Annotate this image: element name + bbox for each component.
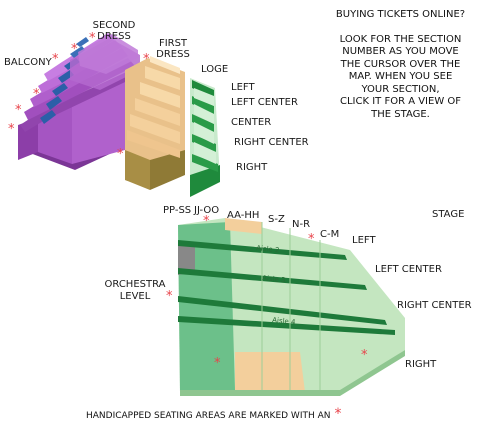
handicapped-legend: HANDICAPPED SEATING AREAS ARE MARKED WIT… (86, 406, 386, 422)
pp-ss-label[interactable]: PP-SS (163, 205, 192, 216)
instructions-line: MAP. WHEN YOU SEE (348, 71, 453, 82)
star-icon: * (33, 87, 40, 102)
loge-right-center-label[interactable]: RIGHT CENTER (234, 137, 309, 148)
balcony-section[interactable] (18, 33, 140, 170)
orchestra-left-center-label[interactable]: LEFT CENTER (375, 264, 442, 275)
aa-hh-label[interactable]: AA-HH (227, 210, 260, 221)
aisle-2-label: Aisle 2 (256, 244, 280, 254)
star-icon: * (334, 406, 342, 422)
star-icon: * (214, 356, 221, 371)
star-icon: * (52, 52, 59, 67)
loge-section[interactable] (190, 78, 220, 197)
star-icon: * (71, 42, 78, 57)
first-dress-section[interactable] (125, 56, 185, 190)
star-icon: * (166, 289, 173, 304)
instructions-line: CLICK IT FOR A VIEW OF (339, 96, 462, 107)
orchestra-right-center-label[interactable]: RIGHT CENTER (397, 300, 472, 311)
instructions-panel: BUYING TICKETS ONLINE? LOOK FOR THE SECT… (318, 9, 483, 121)
star-icon: * (15, 103, 22, 118)
instructions-line: YOUR SECTION, (361, 83, 440, 95)
first-dress-label-line1: FIRST (158, 38, 188, 49)
second-dress-label-line1: SECOND (92, 20, 136, 31)
star-icon: * (308, 232, 315, 247)
loge-right-label[interactable]: RIGHT (236, 162, 268, 173)
loge-left-label[interactable]: LEFT (231, 82, 255, 93)
jj-oo-label[interactable]: JJ-OO (194, 205, 220, 216)
loge-center-label[interactable]: CENTER (231, 117, 272, 128)
handicapped-markers: * * * * * * * * * * * * * (8, 31, 368, 371)
star-icon: * (203, 214, 210, 229)
instructions-line: THE CURSOR OVER THE (340, 58, 461, 70)
balcony-label: BALCONY (4, 57, 52, 68)
star-icon: * (361, 348, 368, 363)
loge-label: LOGE (201, 64, 229, 75)
orchestra-level-label-line1: ORCHESTRA (104, 279, 166, 290)
instructions-line: NUMBER AS YOU MOVE (342, 46, 459, 57)
first-dress-label-line2: DRESS (156, 49, 190, 60)
orchestra-section[interactable] (178, 218, 405, 396)
star-icon: * (89, 31, 96, 46)
orchestra-right-label[interactable]: RIGHT (405, 359, 437, 370)
star-icon: * (8, 122, 15, 137)
n-r-label[interactable]: N-R (292, 219, 311, 230)
stage-label: STAGE (432, 209, 465, 220)
loge-left-center-label[interactable]: LEFT CENTER (231, 97, 298, 108)
instructions-line: LOOK FOR THE SECTION (339, 33, 462, 45)
star-icon: * (117, 147, 124, 162)
instructions-line: THE STAGE. (371, 108, 430, 120)
second-dress-label-line2: DRESS (97, 31, 131, 42)
s-z-label[interactable]: S-Z (268, 214, 285, 225)
aisle-3-label: Aisle 3 (262, 274, 286, 284)
star-icon: * (143, 52, 150, 67)
handicapped-legend-text: HANDICAPPED SEATING AREAS ARE MARKED WIT… (86, 411, 331, 421)
c-m-label[interactable]: C-M (320, 229, 340, 240)
orchestra-left-label[interactable]: LEFT (352, 235, 376, 246)
aisle-4-label: Aisle 4 (272, 316, 297, 326)
instructions-heading: BUYING TICKETS ONLINE? (335, 9, 466, 20)
orchestra-level-label-line2: LEVEL (119, 291, 151, 302)
